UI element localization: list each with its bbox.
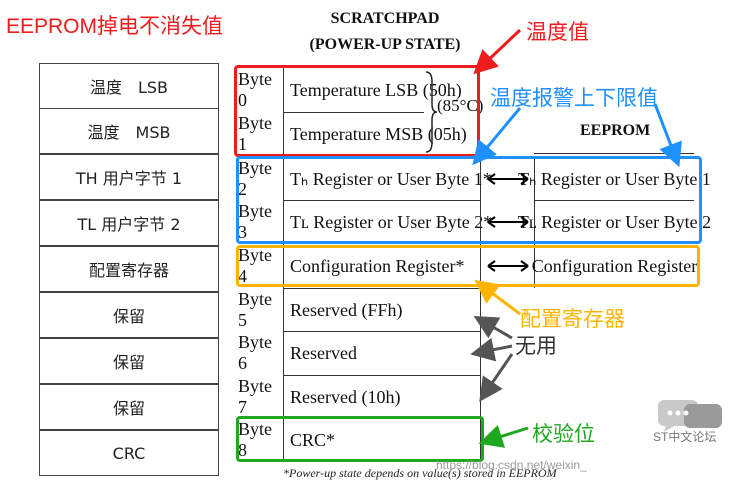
table-right-border xyxy=(480,157,481,462)
byte-label: Byte 6 xyxy=(238,331,284,375)
byte-desc: Reserved (FFh) xyxy=(290,299,403,320)
row-divider xyxy=(284,375,480,376)
double-arrow-icon xyxy=(484,244,532,288)
left-row-config: 配置寄存器 xyxy=(39,246,219,292)
config-highlight-box xyxy=(236,245,700,287)
alarm-arrow-left xyxy=(472,107,522,166)
temperature-highlight-box xyxy=(234,65,480,157)
byte-desc: Configuration Register* xyxy=(290,255,465,276)
byte-label: Byte 8 xyxy=(238,418,284,462)
config-arrow xyxy=(474,279,521,316)
byte-desc: Reserved (10h) xyxy=(290,386,401,407)
row-divider xyxy=(284,331,480,332)
alarm-arrow-right xyxy=(653,103,682,168)
byte-desc: Tₕ Register or User Byte 1* xyxy=(290,168,492,189)
left-row-tl: TL 用户字节 2 xyxy=(39,200,219,246)
scratchpad-title: SCRATCHPAD (POWER-UP STATE) xyxy=(300,6,470,58)
checksum-annotation: 校验位 xyxy=(532,423,595,446)
byte-label: Byte 2 xyxy=(238,157,284,201)
left-row-reserved-1: 保留 xyxy=(39,292,219,338)
row-divider xyxy=(284,200,480,201)
byte-label: Byte 1 xyxy=(238,112,284,156)
eeprom-top-border xyxy=(534,153,694,154)
byte-label: Byte 5 xyxy=(238,288,284,332)
byte-label: Byte 7 xyxy=(238,375,284,419)
unused-arrow-1 xyxy=(473,316,513,340)
double-arrow-icon xyxy=(484,200,532,244)
byte-desc: Temperature LSB (50h) xyxy=(290,79,462,100)
brace-icon xyxy=(425,71,438,153)
temp-power-up-note: (85°C) xyxy=(437,96,484,115)
row-divider xyxy=(284,288,480,289)
left-row-temp-msb: 温度 MSB xyxy=(39,108,219,154)
left-row-reserved-3: 保留 xyxy=(39,384,219,430)
left-row-crc: CRC xyxy=(39,430,219,476)
unused-arrow-2 xyxy=(470,337,513,362)
scratchpad-title-line1: SCRATCHPAD xyxy=(330,10,440,27)
config-annotation: 配置寄存器 xyxy=(520,308,625,331)
alarm-limits-annotation: 温度报警上下限值 xyxy=(490,87,658,110)
byte-desc: Reserved xyxy=(290,342,357,363)
eeprom-row-divider xyxy=(534,200,694,201)
byte-label: Byte 0 xyxy=(238,68,284,112)
eeprom-row-th: Tₕ Register or User Byte 1 xyxy=(518,157,711,201)
byte-desc: Temperature MSB (05h) xyxy=(290,123,467,144)
double-arrow-icon xyxy=(484,157,532,201)
byte-label: Byte 4 xyxy=(238,244,284,288)
alarm-limits-highlight-box xyxy=(236,156,702,244)
checksum-arrow xyxy=(478,424,529,448)
eeprom-row-tl: Tʟ Register or User Byte 2 xyxy=(518,200,711,244)
temperature-annotation: 温度值 xyxy=(526,21,589,44)
watermark: https://blog.csdn.net/weixin_ xyxy=(436,458,587,472)
left-row-temp-lsb: 温度 LSB xyxy=(39,63,219,109)
unused-annotation: 无用 xyxy=(515,335,557,358)
eeprom-title: EEPROM xyxy=(580,122,651,139)
chat-bubble-icon xyxy=(658,400,722,432)
unused-arrow-3 xyxy=(479,353,514,402)
eeprom-row-config: Configuration Register xyxy=(532,244,697,288)
scratchpad-title-line2: (POWER-UP STATE) xyxy=(309,36,461,53)
left-row-reserved-2: 保留 xyxy=(39,338,219,384)
byte-desc: CRC* xyxy=(290,429,336,450)
byte-label: Byte 3 xyxy=(238,200,284,244)
temperature-arrow xyxy=(473,28,522,75)
byte-desc: Tʟ Register or User Byte 2* xyxy=(290,211,493,232)
left-row-th: TH 用户字节 1 xyxy=(39,154,219,200)
eeprom-nonvolatile-title: EEPROM掉电不消失值 xyxy=(6,15,224,38)
forum-logo-text: ST中文论坛 xyxy=(653,430,717,444)
row-divider xyxy=(284,112,424,113)
footnote: *Power-up state depends on value(s) stor… xyxy=(283,466,557,480)
